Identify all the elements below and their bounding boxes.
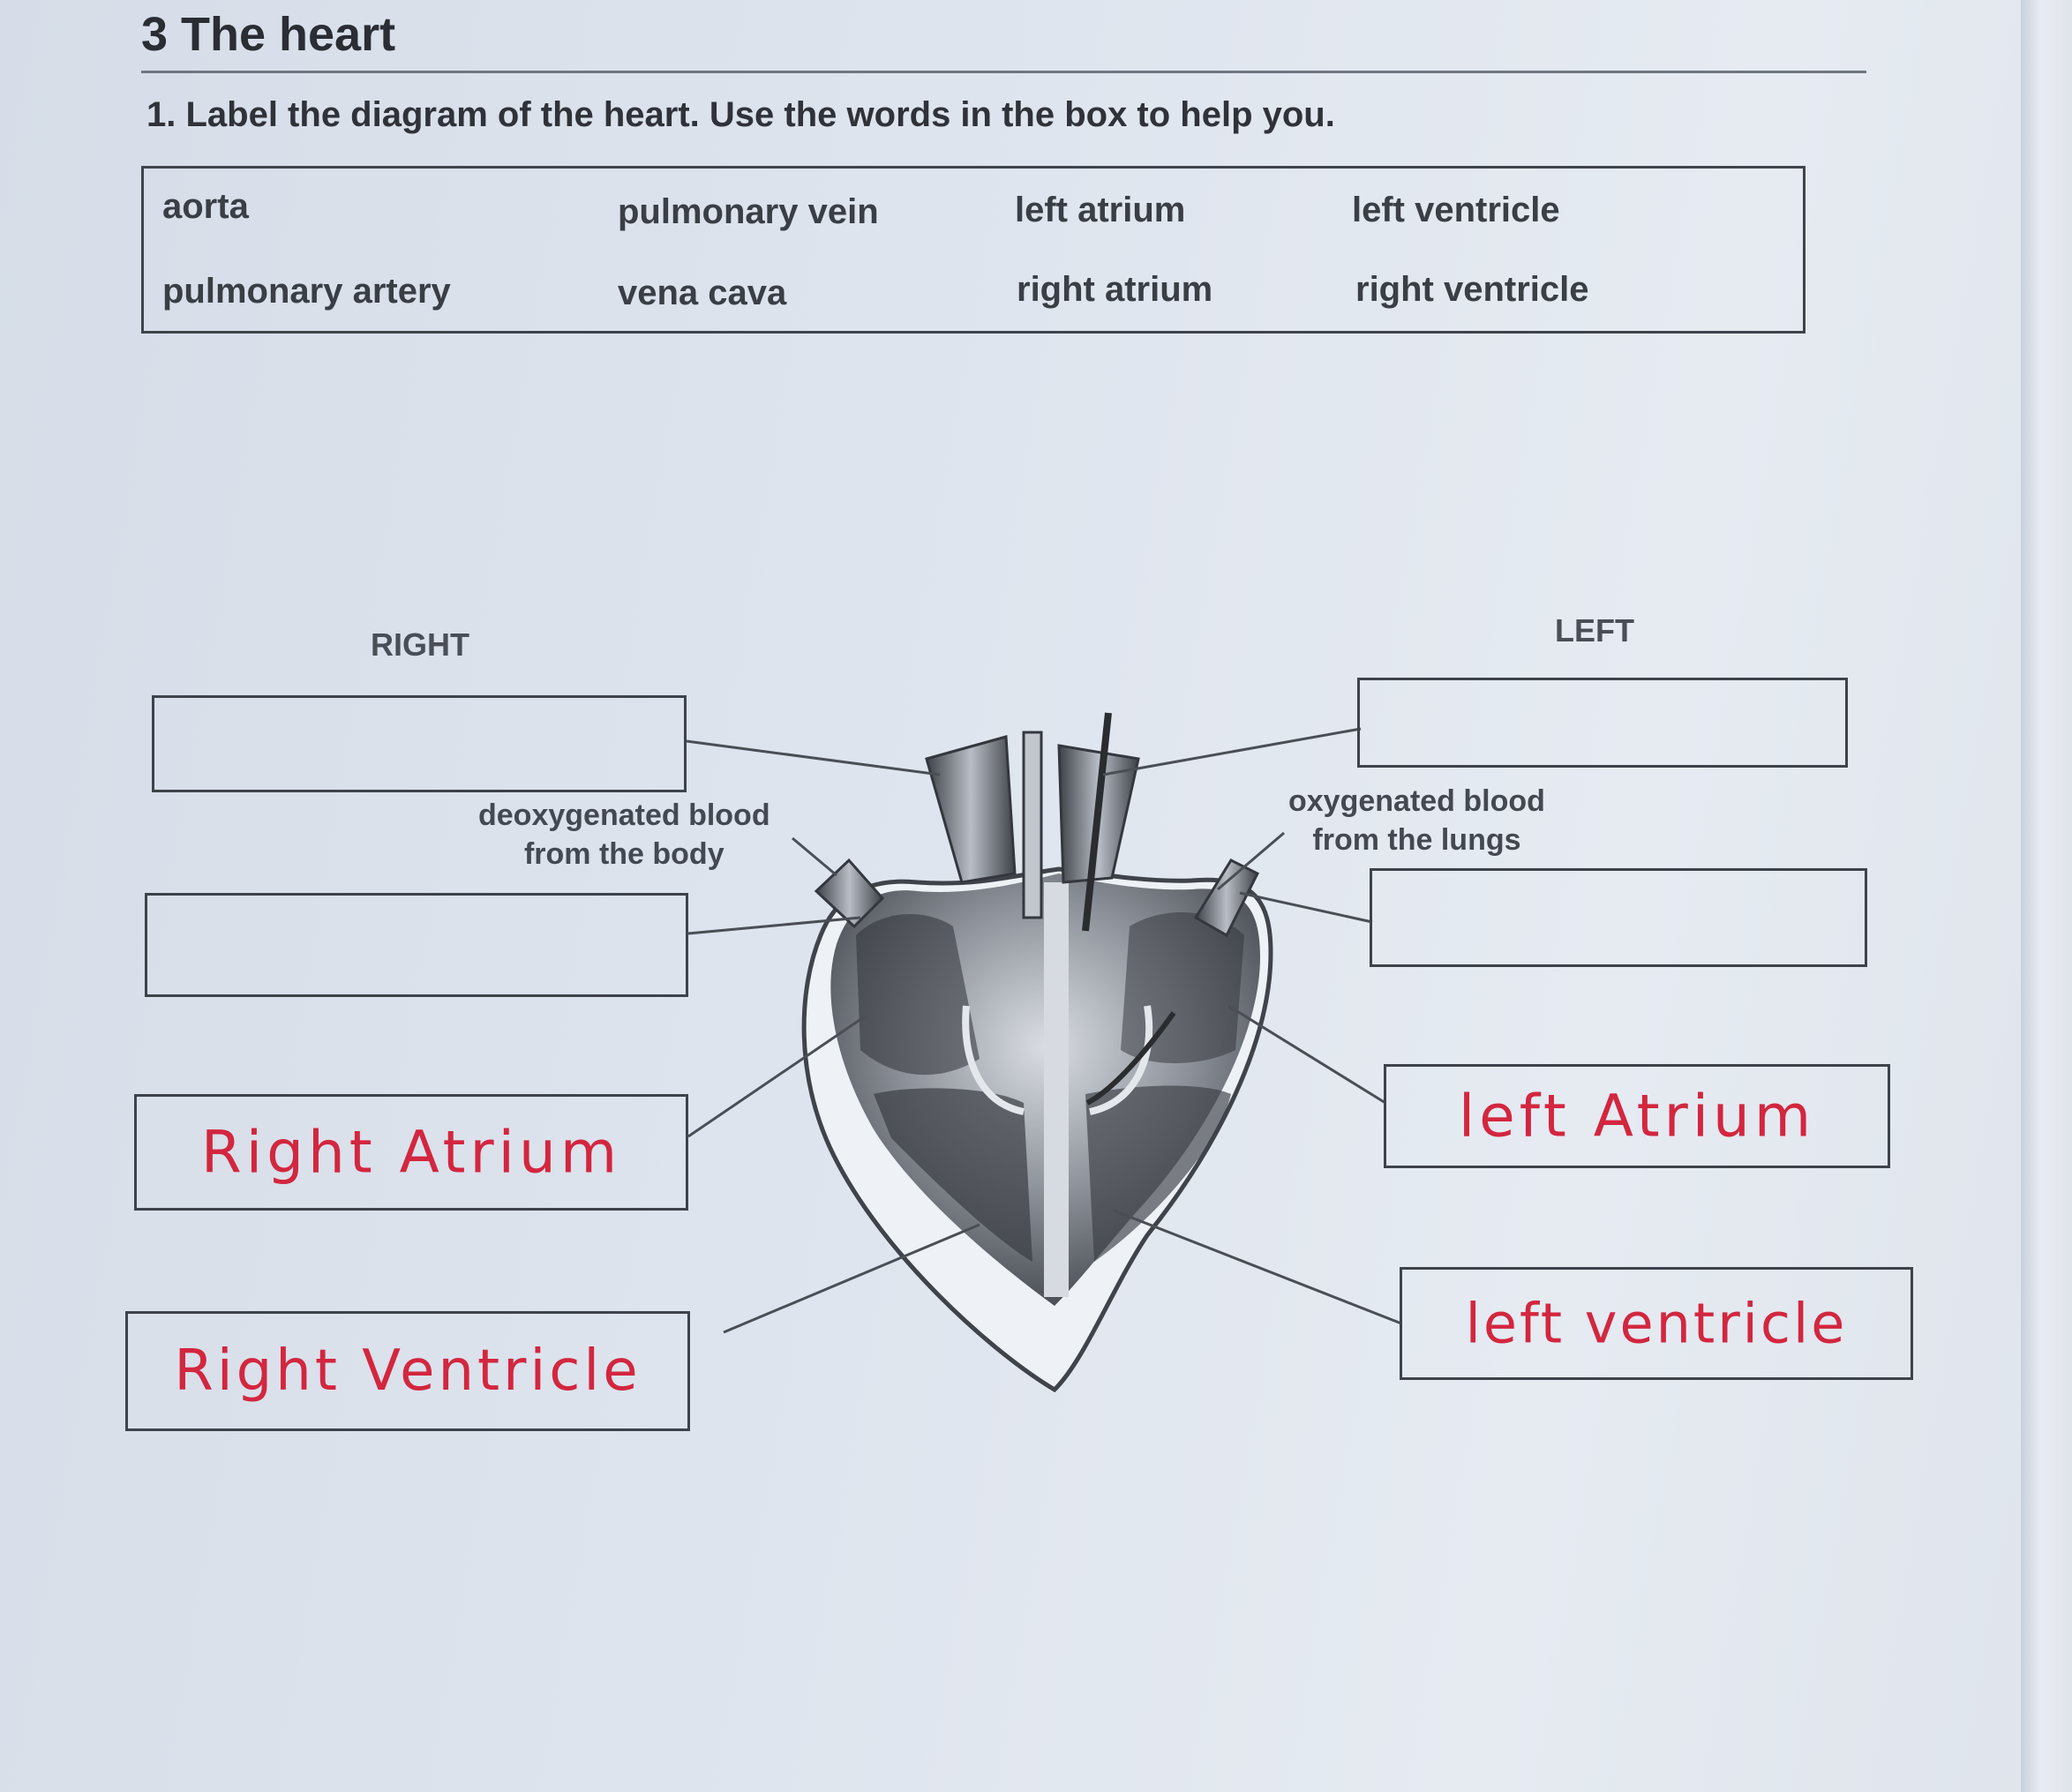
word-right-ventricle: right ventricle: [1355, 270, 1589, 309]
word-right-atrium: right atrium: [1017, 270, 1213, 309]
label-box-right-bottom[interactable]: Right Ventricle: [125, 1311, 690, 1431]
word-vena-cava: vena cava: [618, 274, 787, 312]
label-box-right-second[interactable]: [145, 893, 688, 997]
label-box-left-top[interactable]: [1357, 678, 1848, 768]
leader-right-bottom: [723, 1223, 980, 1334]
note-deoxygenated: deoxygenated blood from the body: [478, 796, 770, 874]
leader-right-top: [686, 739, 941, 776]
label-box-left-third[interactable]: left Atrium: [1384, 1064, 1890, 1168]
pen-line-aorta: [1082, 712, 1112, 932]
vessel-vein-left: [1193, 859, 1260, 938]
word-aorta: aorta: [162, 187, 249, 226]
leader-left-top: [1102, 727, 1362, 776]
leader-left-third: [1227, 1004, 1386, 1105]
side-label-right: RIGHT: [371, 626, 469, 663]
pointer-oxygenated: [1217, 831, 1285, 891]
right-atrium-chamber: [856, 914, 980, 1076]
septum: [1044, 882, 1069, 1297]
word-pulmonary-vein: pulmonary vein: [618, 192, 879, 231]
section-title: 3 The heart: [141, 8, 396, 61]
note-deoxygenated-text: deoxygenated blood from the body: [478, 799, 770, 871]
word-left-ventricle: left ventricle: [1352, 191, 1560, 229]
word-pulmonary-artery: pulmonary artery: [162, 272, 451, 311]
vessel-vein-right: [814, 858, 885, 929]
word-left-atrium: left atrium: [1015, 191, 1186, 229]
word-box: [141, 166, 1805, 334]
leader-left-bottom: [1113, 1209, 1402, 1325]
label-box-left-bottom-text: left ventricle: [1465, 1291, 1848, 1356]
label-box-left-second[interactable]: [1370, 868, 1867, 967]
label-box-right-bottom-text: Right Ventricle: [174, 1338, 642, 1404]
vessel-aorta: [1022, 731, 1043, 919]
leader-right-second: [687, 916, 861, 935]
label-box-right-top[interactable]: [152, 695, 687, 792]
paper-edge: [2021, 0, 2072, 1792]
question-text: 1. Label the diagram of the heart. Use t…: [146, 95, 1335, 134]
left-ventricle-chamber: [1085, 1085, 1231, 1262]
title-rule: [141, 71, 1866, 73]
leader-lines: [686, 727, 1402, 1334]
pen-line-valve: [1085, 1011, 1176, 1106]
valve-left: [1089, 1005, 1153, 1115]
label-box-left-third-text: left Atrium: [1458, 1082, 1816, 1151]
leader-left-second: [1239, 891, 1373, 924]
label-box-left-bottom[interactable]: left ventricle: [1400, 1267, 1913, 1380]
note-oxygenated-text: oxygenated blood from the lungs: [1288, 784, 1545, 857]
side-label-left: LEFT: [1555, 612, 1634, 649]
pointer-deoxygenated: [792, 836, 837, 877]
label-box-right-third-text: Right Atrium: [200, 1118, 622, 1187]
valve-right: [962, 1005, 1025, 1115]
label-box-right-third[interactable]: Right Atrium: [134, 1094, 688, 1211]
right-ventricle-chamber: [874, 1088, 1032, 1262]
leader-right-third: [687, 1015, 866, 1138]
note-oxygenated: oxygenated blood from the lungs: [1288, 782, 1545, 859]
vessel-vena-cava: [925, 735, 1017, 884]
